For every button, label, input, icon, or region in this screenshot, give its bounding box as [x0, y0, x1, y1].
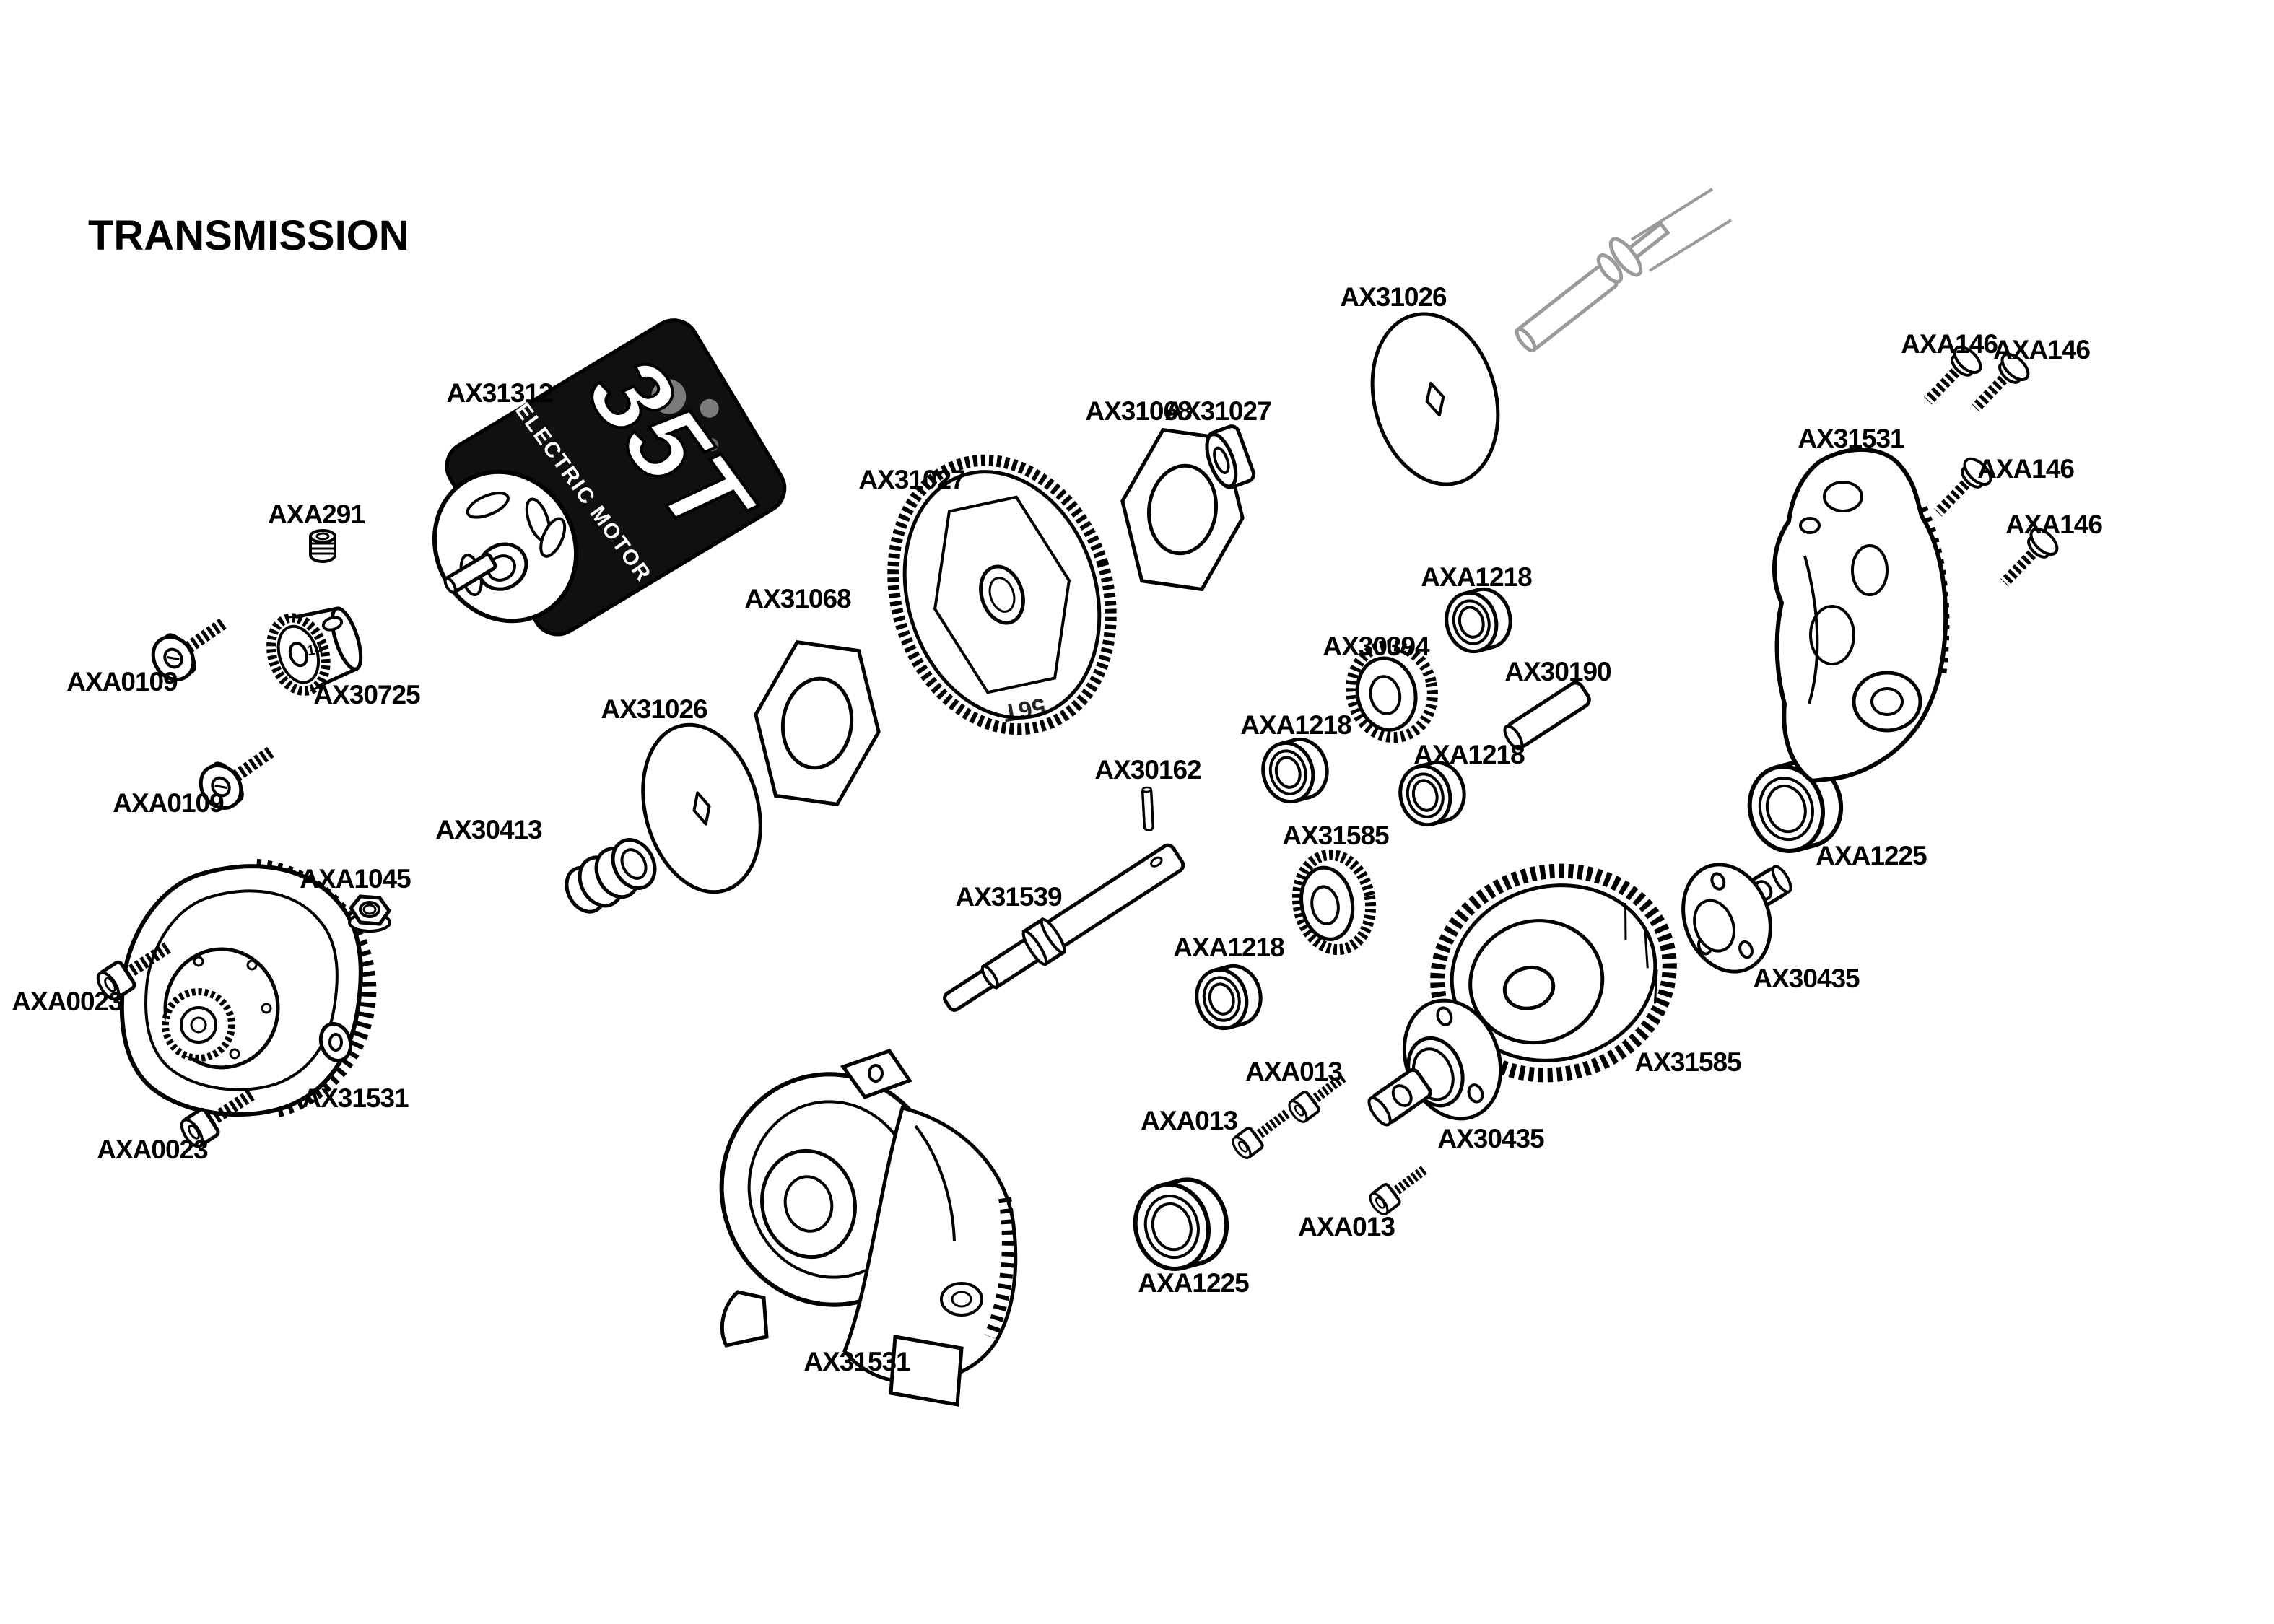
part-label-ax31068-7: AX31068: [744, 584, 851, 614]
part-label-ax31312-0: AX31312: [446, 378, 553, 408]
part-label-ax31531-29: AX31531: [1798, 424, 1904, 453]
part-label-ax31027-10: AX31027: [1164, 396, 1271, 426]
part-label-ax31026-6: AX31026: [601, 694, 707, 724]
part-label-ax30162-12: AX30162: [1094, 755, 1201, 785]
part-label-axa1225-27: AXA1225: [1138, 1268, 1249, 1298]
bearing-drawing: [1440, 583, 1517, 657]
part-label-axa013-26: AXA013: [1298, 1212, 1395, 1241]
gearbox-drum-drawing: [119, 859, 377, 1119]
part-label-ax31585-19: AX31585: [1282, 821, 1389, 850]
part-label-axa013-24: AXA013: [1245, 1057, 1342, 1086]
part-label-ax31068-9: AX31068: [1085, 396, 1192, 426]
diff-output-drawing: [1367, 998, 1503, 1127]
part-label-ax31585-21: AX31585: [1634, 1047, 1741, 1077]
page-title: TRANSMISSION: [88, 212, 409, 259]
part-label-ax31027-8: AX31027: [858, 465, 964, 494]
part-label-axa1045-32: AXA1045: [300, 864, 411, 894]
slipper-pad-drawing: [745, 638, 889, 809]
part-label-axa146-38: AXA146: [2005, 510, 2102, 539]
part-label-ax31026-11: AX31026: [1340, 282, 1447, 312]
part-label-ax30394-15: AX30394: [1323, 632, 1430, 661]
part-label-axa1218-20: AXA1218: [1173, 933, 1284, 962]
part-label-axa1218-17: AXA1218: [1240, 710, 1351, 740]
bearing-drawing: [1257, 733, 1333, 807]
bearing-drawing: [1126, 1171, 1236, 1278]
top-shaft-drawing: [943, 843, 1185, 1012]
input-shaft-ghost-drawing: [1515, 188, 1733, 353]
bearing-drawing: [1190, 960, 1267, 1034]
part-label-ax30413-5: AX30413: [435, 815, 542, 844]
diff-output-drawing: [1681, 863, 1792, 974]
slipper-hub-drawing: [1205, 424, 1256, 489]
gearbox-case-drawing: [719, 1049, 1018, 1407]
idler-gear-drawing: [1346, 639, 1438, 743]
slipper-spring-drawing: [565, 838, 657, 914]
part-label-ax31539-13: AX31539: [955, 882, 1062, 912]
part-label-ax31531-31: AX31531: [803, 1347, 910, 1376]
part-label-ax31531-30: AX31531: [302, 1083, 409, 1113]
cap-screw-drawing: [1367, 1158, 1434, 1217]
part-label-axa146-35: AXA146: [1901, 329, 1998, 359]
slipper-plate-drawing: [1354, 300, 1516, 498]
part-label-axa1218-18: AXA1218: [1413, 740, 1525, 769]
part-label-axa0109-3: AXA0109: [66, 667, 178, 697]
part-label-axa0023-34: AXA0023: [97, 1135, 208, 1164]
part-label-axa291-1: AXA291: [268, 499, 365, 529]
part-label-axa146-37: AXA146: [1977, 454, 2074, 484]
part-label-axa1218-14: AXA1218: [1421, 562, 1532, 592]
part-label-axa146-36: AXA146: [1993, 335, 2090, 364]
part-label-ax30435-23: AX30435: [1437, 1124, 1544, 1153]
part-label-axa1225-28: AXA1225: [1816, 841, 1927, 870]
part-label-ax30190-16: AX30190: [1504, 657, 1611, 686]
part-label-ax30725-2: AX30725: [313, 680, 420, 710]
spur-pin-drawing: [1141, 786, 1155, 831]
pinion-tooth-count-marking: 14: [306, 641, 326, 660]
part-label-axa0109-4: AXA0109: [113, 788, 224, 818]
locknut-drawing: [348, 894, 392, 933]
part-label-axa013-25: AXA013: [1141, 1106, 1237, 1135]
set-screw-drawing: [309, 529, 336, 563]
output-gear-drawing: [1430, 863, 1677, 1083]
cap-screw-drawing: [1230, 1102, 1297, 1161]
gearbox-case-half-drawing: [1772, 448, 1950, 784]
electric-motor-drawing: 35T ELECTRIC MOTOR: [432, 318, 787, 637]
transfer-gear-drawing: [1291, 849, 1377, 956]
part-label-axa0023-33: AXA0023: [12, 987, 123, 1016]
part-labels-layer: AX31312AXA291AX30725AXA0109AXA0109AX3041…: [12, 282, 2103, 1376]
pinion-gear-drawing: 14: [266, 606, 363, 696]
spur-gear-drawing: 56T: [859, 432, 1144, 758]
part-label-ax30435-22: AX30435: [1753, 964, 1860, 993]
idler-shaft-drawing: [1503, 681, 1591, 751]
